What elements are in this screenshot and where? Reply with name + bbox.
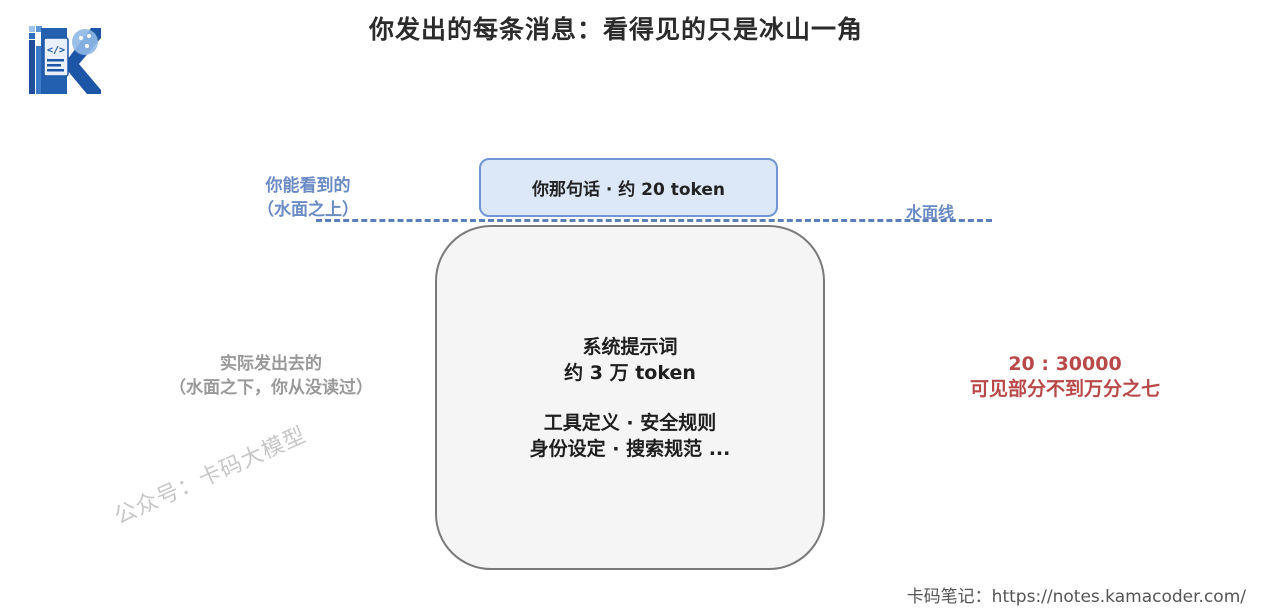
- logo-pixel: [29, 33, 35, 39]
- logo-doc-line: [47, 69, 64, 72]
- iceberg-line4: 身份设定 · 搜索规范 ...: [529, 437, 731, 460]
- page-title: 你发出的每条消息：看得见的只是冰山一角: [368, 15, 863, 44]
- watermark: 公众号：卡码大模型: [110, 422, 311, 530]
- logo-node: [79, 36, 83, 40]
- waterline-label: 水面线: [905, 203, 954, 222]
- kamacoder-logo: </>: [29, 26, 101, 94]
- logo-bar: [29, 40, 35, 94]
- logo-doc-line: [47, 64, 61, 67]
- hidden-side-label: 实际发出去的 （水面之下，你从没读过）: [150, 352, 392, 400]
- ratio-line2: 可见部分不到万分之七: [969, 378, 1160, 400]
- visible-side-line2: （水面之上）: [257, 200, 359, 220]
- logo-node: [87, 34, 91, 38]
- logo-node: [85, 44, 89, 48]
- logo-code-glyph: </>: [47, 45, 65, 56]
- iceberg-line3: 工具定义 · 安全规则: [543, 411, 717, 434]
- iceberg-tip-box: 你那句话 · 约 20 token: [479, 158, 778, 217]
- logo-pixel: [36, 26, 42, 32]
- footer-link[interactable]: 卡码笔记：https://notes.kamacoder.com/: [906, 587, 1246, 607]
- water-line: [316, 219, 992, 222]
- ratio-label: 20 : 30000 可见部分不到万分之七: [940, 352, 1190, 402]
- visible-side-label: 你能看到的 （水面之上）: [240, 174, 376, 222]
- logo-doc-line: [47, 59, 64, 62]
- ratio-line1: 20 : 30000: [1008, 353, 1122, 375]
- iceberg-body-box: 系统提示词 约 3 万 token 工具定义 · 安全规则 身份设定 · 搜索规…: [435, 225, 825, 570]
- visible-side-line1: 你能看到的: [265, 176, 351, 196]
- tip-text: 你那句话 · 约 20 token: [531, 180, 726, 200]
- logo-pixel: [29, 26, 35, 32]
- hidden-side-line2: （水面之下，你从没读过）: [169, 378, 373, 398]
- logo-brain-circle: [72, 29, 98, 55]
- hidden-side-line1: 实际发出去的: [220, 354, 322, 374]
- iceberg-line2: 约 3 万 token: [564, 361, 696, 384]
- iceberg-line1: 系统提示词: [582, 335, 678, 358]
- logo-bar: [36, 46, 41, 94]
